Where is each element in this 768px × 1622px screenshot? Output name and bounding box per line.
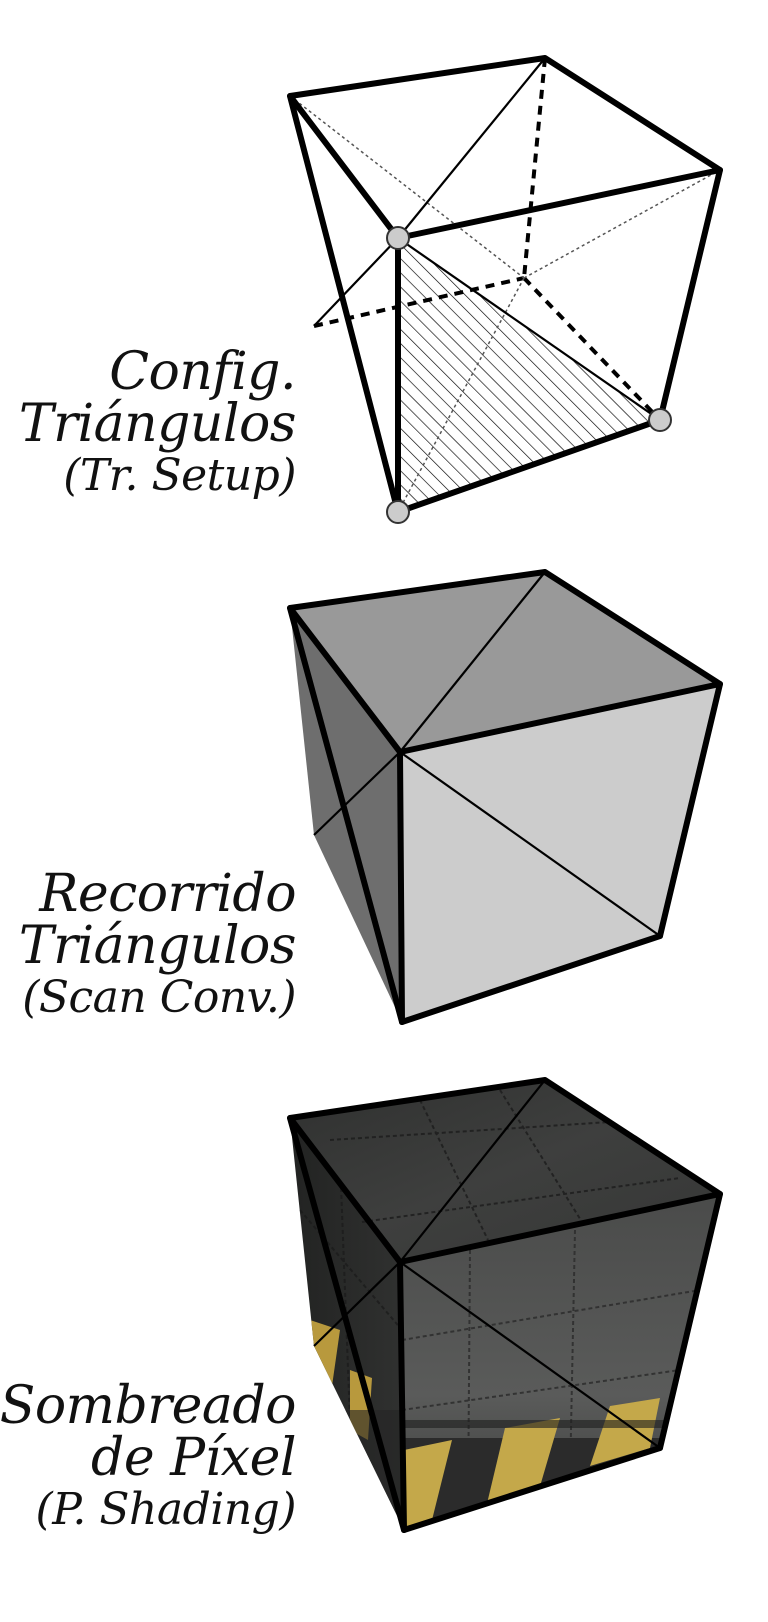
stage-title-line1: Config. — [109, 342, 296, 402]
wireframe-cube — [287, 55, 723, 524]
flat-shaded-cube — [287, 569, 723, 1025]
vertex-marker — [648, 408, 672, 432]
hatched-triangle — [398, 238, 660, 512]
stage-pixel-shading: Sombreado de Píxel (P. Shading) — [0, 1060, 768, 1622]
vertex-marker — [386, 500, 410, 524]
stage-scan-conversion: Recorrido Triángulos (Scan Conv.) — [0, 540, 768, 1060]
stage-title-line2: Triángulos — [18, 394, 297, 454]
stage-triangle-setup: Config. Triángulos (Tr. Setup) — [0, 0, 768, 540]
stage-subtitle: (P. Shading) — [35, 1484, 297, 1535]
stage-title-line1: Sombreado — [0, 1376, 297, 1436]
vertex-markers — [386, 226, 672, 524]
cube-face-front — [400, 684, 720, 1022]
stage-title-line2: Triángulos — [18, 916, 297, 976]
stage-label: Recorrido Triángulos (Scan Conv.) — [18, 864, 297, 1023]
vertex-marker — [386, 226, 410, 250]
solid-diagonals — [313, 57, 661, 421]
stage-label: Sombreado de Píxel (P. Shading) — [0, 1376, 297, 1535]
cube-edges — [287, 55, 723, 515]
stage-title-line1: Recorrido — [39, 864, 296, 924]
stage-label: Config. Triángulos (Tr. Setup) — [18, 342, 297, 501]
textured-cube — [287, 1077, 723, 1533]
stage-title-line2: de Píxel — [91, 1428, 296, 1488]
stage-subtitle: (Tr. Setup) — [63, 450, 296, 501]
dotted-diagonals — [289, 95, 721, 513]
stage-subtitle: (Scan Conv.) — [22, 972, 296, 1023]
